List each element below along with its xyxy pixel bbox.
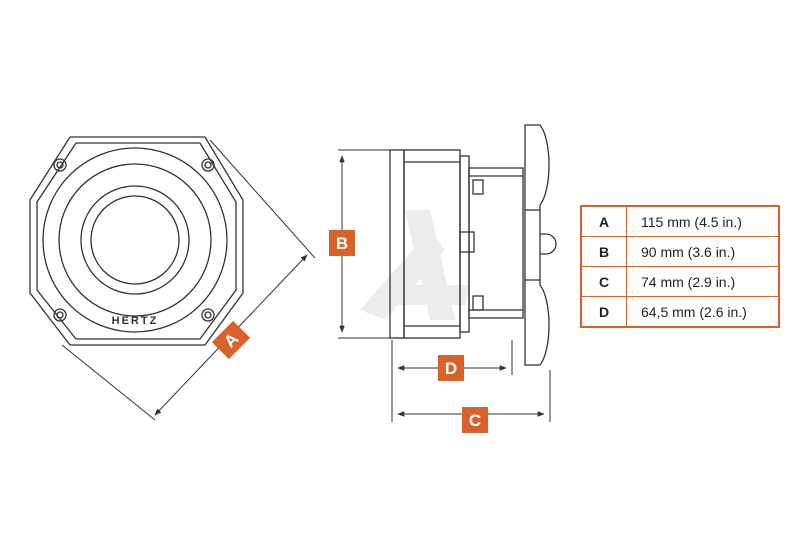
callout-b-badge: B <box>329 230 355 256</box>
side-view <box>389 124 557 366</box>
mounting-screw-top-left <box>53 158 67 172</box>
spec-row-a: A 115 mm (4.5 in.) <box>580 205 780 237</box>
front-outer-ring <box>42 147 228 333</box>
svg-text:C: C <box>469 411 481 430</box>
mounting-screw-bottom-right <box>201 308 215 322</box>
svg-text:D: D <box>445 359 457 378</box>
spec-key: D <box>580 296 627 328</box>
spec-row-b: B 90 mm (3.6 in.) <box>580 236 780 267</box>
spec-key: B <box>580 236 627 267</box>
spec-value: 74 mm (2.9 in.) <box>626 266 780 297</box>
spec-key: A <box>580 205 627 237</box>
callout-c-badge: C <box>462 407 488 433</box>
brand-label: HERTZ <box>112 315 159 327</box>
spec-value: 90 mm (3.6 in.) <box>626 236 780 267</box>
spec-value: 64,5 mm (2.6 in.) <box>626 296 780 328</box>
spec-row-c: C 74 mm (2.9 in.) <box>580 266 780 297</box>
callout-d-badge: D <box>438 355 464 381</box>
dimension-spec-table: A 115 mm (4.5 in.) B 90 mm (3.6 in.) C 7… <box>580 205 780 328</box>
front-view <box>29 136 244 346</box>
front-flange-profile <box>524 124 550 366</box>
side-connector <box>459 231 475 253</box>
mounting-screw-bottom-left <box>53 308 67 322</box>
callout-a-badge: A <box>211 320 251 360</box>
front-dome-inner <box>90 195 180 285</box>
side-terminal-top <box>472 179 484 195</box>
dimension-a <box>61 139 316 421</box>
mounting-screw-top-right <box>201 158 215 172</box>
spec-value: 115 mm (4.5 in.) <box>626 205 780 237</box>
phase-plug-tip <box>540 233 557 255</box>
svg-text:B: B <box>336 234 348 253</box>
spec-key: C <box>580 266 627 297</box>
magnet-plate <box>459 155 470 333</box>
spec-row-d: D 64,5 mm (2.6 in.) <box>580 296 780 328</box>
horn-throat <box>468 167 524 319</box>
front-faceplate-ring <box>58 163 212 317</box>
side-terminal-bottom <box>472 295 484 311</box>
front-dome-outer <box>80 185 190 295</box>
watermark-logo <box>360 210 470 320</box>
